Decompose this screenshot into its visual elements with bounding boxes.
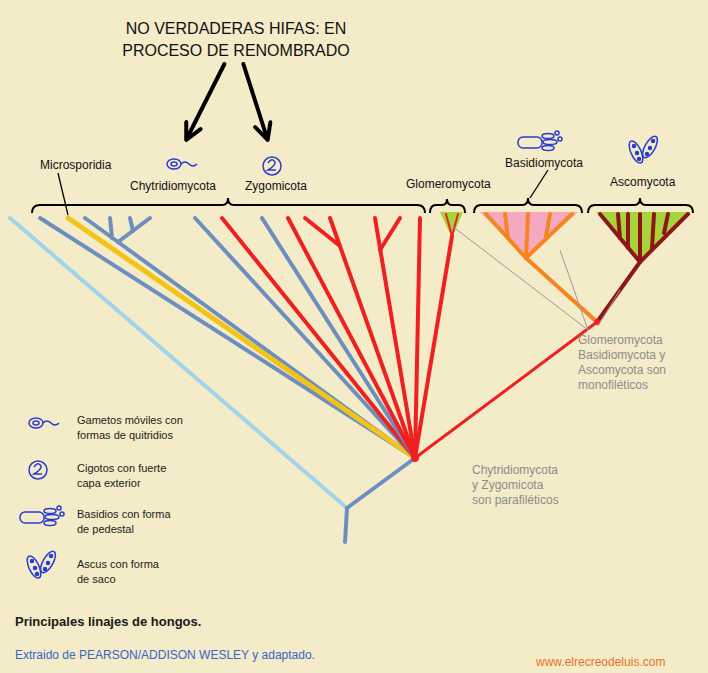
tree-branch [130,218,133,231]
legend-text: Ascus con forma de saco [77,557,167,587]
taxon-label: Basidiomycota [505,156,605,171]
tree-branch [40,218,415,458]
tree-branch [486,214,526,258]
taxon-label: Glomeromycota [406,177,506,192]
tree-branch [305,218,340,246]
note-text: Glomeromycota Basidiomycota y Ascomycota… [578,333,678,393]
tree-branch [118,218,150,242]
taxon-label: Microsporidia [40,158,140,173]
tree-branch [664,214,668,233]
tree-branch [652,214,654,248]
arrow-connector [243,64,267,138]
tree-branch [330,218,415,458]
tree-branch [110,218,112,238]
caption-text: Principales linajes de hongos. [15,614,415,629]
tree-branch [526,258,597,322]
leader-line [530,170,548,198]
legend-entry: Gametos móviles con formas de quitridios [77,413,189,443]
zoospore-icon [167,159,197,169]
zygote-icon [29,461,47,479]
tree-branch [195,218,415,458]
tree-branch [345,508,347,542]
clade-brace [430,199,465,213]
tree-branch [68,218,415,458]
tree-branch [446,214,452,236]
ascus-icon [626,134,660,165]
tree-branch [626,214,630,248]
tree-branch [415,236,452,458]
clade-brace [32,198,425,213]
legend-text: Basidios con forma de pedestal [77,507,177,537]
arrow-connector [187,64,224,138]
annotation-note: NO VERDADERAS HIFAS: EN PROCESO DE RENOM… [111,18,361,64]
tree-branch [10,218,347,508]
tree-branch [288,218,415,458]
legend-text: Gametos móviles con formas de quitridios [77,413,189,443]
tree-branch [526,214,528,258]
leader-line [58,173,68,215]
taxon-label: Zygomicota [232,138,320,194]
leader-line [560,250,588,330]
ascus-icon [24,549,58,580]
clade-brace [474,198,582,213]
tree-branch [452,214,458,236]
tree-branch [618,214,620,238]
basidium-icon [20,506,64,526]
zygote-icon [263,157,281,175]
tree-branch [546,214,550,236]
leader-line [598,290,620,326]
basidium-icon [518,131,562,151]
zoospore-icon [29,418,59,428]
clade-fill [440,212,463,238]
tree-branch [347,458,415,508]
tree-branch [262,218,415,458]
node-text: Chytridiomycota [130,179,216,194]
legend-text: Cigotos con fuerte capa exterior [77,461,172,491]
tree-branch [505,214,508,238]
node-text: Zygomicota [245,179,307,194]
clade-fill [480,212,578,258]
tree-branch [415,322,597,458]
tree-branch [638,214,642,262]
clade-brace [588,198,693,213]
tree-branch [380,218,400,250]
taxon-label: Chytridiomycota [128,138,218,194]
tree-branch [526,214,572,258]
legend-entry: Cigotos con fuerte capa exterior [77,461,172,491]
legend-entry: Ascus con forma de saco [77,557,167,587]
tree-branch [640,214,688,262]
node-text: NO VERDADERAS HIFAS: EN PROCESO DE RENOM… [111,18,361,62]
note-text: Chytridiomycota y Zygomicota son parafil… [472,463,564,508]
watermark: www.elrecreodeluis.com [536,655,706,670]
source-credit: Extraido de PEARSON/ADDISON WESLEY y ada… [15,648,415,663]
tree-branch [375,218,415,458]
legend-entry: Basidios con forma de pedestal [77,507,177,537]
taxon-label: Ascomycota [610,175,700,190]
tree-branch [600,214,640,262]
tree-branch [222,218,415,458]
leader-line [452,226,588,330]
tree-node [411,454,419,462]
clade-fill [596,212,690,262]
